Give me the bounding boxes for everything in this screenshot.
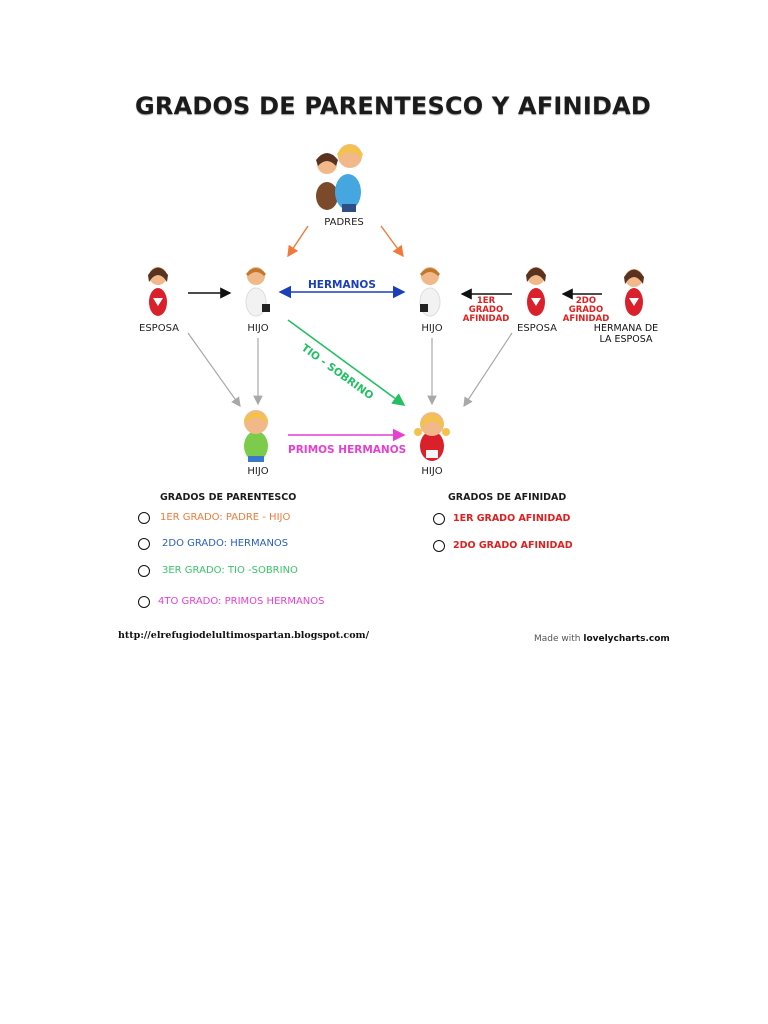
arrow-padres-to-hijo-left bbox=[287, 225, 309, 258]
node-label-hijo-bottom-right: HIJO bbox=[421, 466, 443, 477]
relation-label-primos: PRIMOS HERMANOS bbox=[288, 444, 407, 456]
node-label-esposa-left: ESPOSA bbox=[139, 323, 179, 334]
arrow-tio-sobrino bbox=[287, 319, 406, 406]
legend-parentesco-text: 3ER GRADO: TIO -SOBRINO bbox=[162, 565, 298, 576]
legend-bullet-circle-icon bbox=[138, 512, 150, 524]
affinity-2-line2: GRADO AFINIDAD bbox=[562, 305, 610, 324]
arrow-esposa-left-to-hijo-bottom bbox=[187, 332, 241, 407]
relation-label-hermanos: HERMANOS bbox=[308, 279, 376, 291]
esposa-left-figure-icon bbox=[148, 267, 168, 316]
hijo-center-figure-icon bbox=[419, 267, 441, 317]
affinity-label-2: 2DO GRADO AFINIDAD bbox=[546, 297, 626, 324]
legend-parentesco-title: GRADOS DE PARENTESCO bbox=[160, 492, 297, 503]
made-with-credit: Made with lovelycharts.com bbox=[534, 634, 670, 644]
affinity-label-1: 1ER GRADO AFINIDAD bbox=[446, 297, 526, 324]
padres-figure-icon bbox=[316, 144, 363, 212]
node-label-hermana-esposa: HERMANA DE LA ESPOSA bbox=[593, 323, 659, 345]
page-title: GRADOS DE PARENTESCO Y AFINIDAD bbox=[134, 92, 651, 120]
arrow-esposa-right-to-hija bbox=[463, 332, 513, 408]
affinity-1-line2: GRADO AFINIDAD bbox=[462, 305, 510, 324]
made-with-brand: lovelycharts.com bbox=[583, 634, 670, 644]
legend-parentesco-text: 2DO GRADO: HERMANOS bbox=[162, 538, 289, 549]
legend-afinidad-title: GRADOS DE AFINIDAD bbox=[448, 492, 567, 503]
node-label-hijo-left: HIJO bbox=[247, 323, 269, 334]
hija-bottom-right-figure-icon bbox=[414, 412, 450, 461]
legend-bullet-circle-icon bbox=[433, 513, 445, 525]
affinity-2-line1: 2DO bbox=[575, 296, 597, 306]
arrow-padres-to-hijo-center bbox=[380, 225, 404, 258]
made-with-prefix: Made with bbox=[534, 634, 584, 644]
node-label-hijo-bottom-left: HIJO bbox=[247, 466, 269, 477]
esposa-right-figure-icon bbox=[526, 267, 546, 316]
legend-afinidad-text: 1ER GRADO AFINIDAD bbox=[453, 513, 571, 524]
legend-bullet-circle-icon bbox=[138, 565, 150, 577]
legend-afinidad-text: 2DO GRADO AFINIDAD bbox=[453, 540, 573, 551]
legend-parentesco-text: 1ER GRADO: PADRE - HIJO bbox=[160, 512, 291, 523]
legend-parentesco-text: 4TO GRADO: PRIMOS HERMANOS bbox=[158, 596, 325, 607]
hijo-bottom-left-figure-icon bbox=[244, 410, 268, 462]
source-url: http://elrefugiodelultimospartan.blogspo… bbox=[118, 630, 370, 641]
legend-bullet-circle-icon bbox=[138, 538, 150, 550]
node-label-hijo-center: HIJO bbox=[421, 323, 443, 334]
legend-bullet-circle-icon bbox=[138, 596, 150, 608]
legend-bullet-circle-icon bbox=[433, 540, 445, 552]
node-label-padres: PADRES bbox=[324, 217, 364, 228]
hermana-esposa-figure-icon bbox=[624, 269, 644, 316]
affinity-1-line1: 1ER bbox=[476, 296, 496, 306]
node-label-esposa-right: ESPOSA bbox=[517, 323, 557, 334]
hijo-left-figure-icon bbox=[245, 267, 270, 317]
